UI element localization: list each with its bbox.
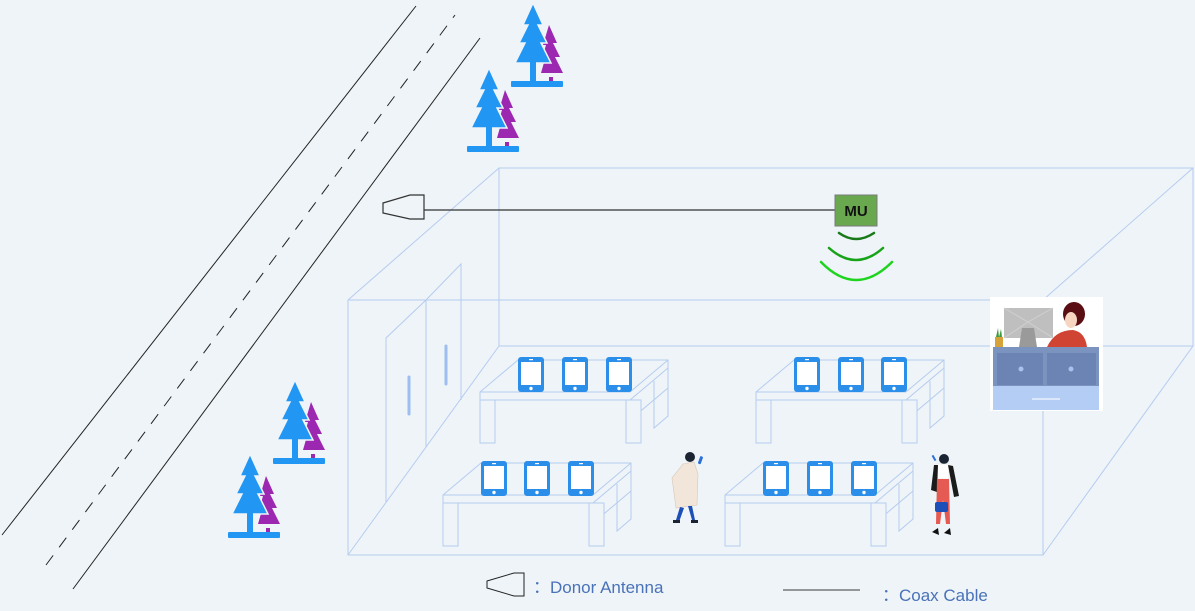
tablet-icon: [606, 357, 632, 392]
legend-label: Donor Antenna: [550, 578, 664, 597]
person-icon: [671, 452, 703, 523]
legend-label: Coax Cable: [899, 586, 988, 605]
display-table: [479, 357, 669, 444]
display-table: [442, 461, 632, 547]
mu-label: MU: [844, 203, 867, 220]
tree-icon: [466, 67, 520, 153]
tablet-icon: [568, 461, 594, 496]
edge-top-left: [347, 167, 500, 301]
display-table: [724, 461, 914, 547]
road-center-dashed: [45, 14, 456, 566]
road: [1, 5, 481, 590]
tablet-icon: [838, 357, 864, 392]
edge-bottom-left: [347, 345, 500, 556]
tree-icon: [272, 379, 326, 465]
tablet-icon: [481, 461, 507, 496]
road-edge-right: [72, 37, 481, 590]
tablet-icon: [851, 461, 877, 496]
tree-icon: [510, 2, 564, 88]
legend-item-coax-cable: ：Coax Cable: [882, 581, 988, 606]
front-wall: [347, 299, 1044, 556]
back-wall: [498, 167, 1194, 347]
legend-donor-antenna-icon: [486, 572, 525, 597]
tree-icon: [227, 453, 281, 539]
legend-item-donor-antenna: ：Donor Antenna: [533, 573, 663, 598]
tablet-icon: [562, 357, 588, 392]
signal-icon: [819, 231, 894, 282]
tablet-icon: [881, 357, 907, 392]
tablet-icon: [807, 461, 833, 496]
tablet-icon: [794, 357, 820, 392]
tablet-icon: [763, 461, 789, 496]
tablet-icon: [518, 357, 544, 392]
tablet-icon: [524, 461, 550, 496]
reception-desk-icon: [990, 297, 1103, 411]
entrance-door[interactable]: [385, 262, 462, 502]
display-table: [755, 357, 945, 444]
road-edge-left: [1, 5, 417, 536]
person-icon: [931, 454, 959, 535]
mu-unit[interactable]: MU: [834, 194, 878, 227]
legend-separator: ：: [533, 578, 550, 597]
edge-top-right: [1042, 167, 1194, 301]
legend-separator: ：: [882, 586, 899, 605]
edge-bottom-right: [1042, 345, 1194, 556]
building: [347, 167, 1194, 556]
donor-antenna-icon[interactable]: [382, 194, 425, 220]
